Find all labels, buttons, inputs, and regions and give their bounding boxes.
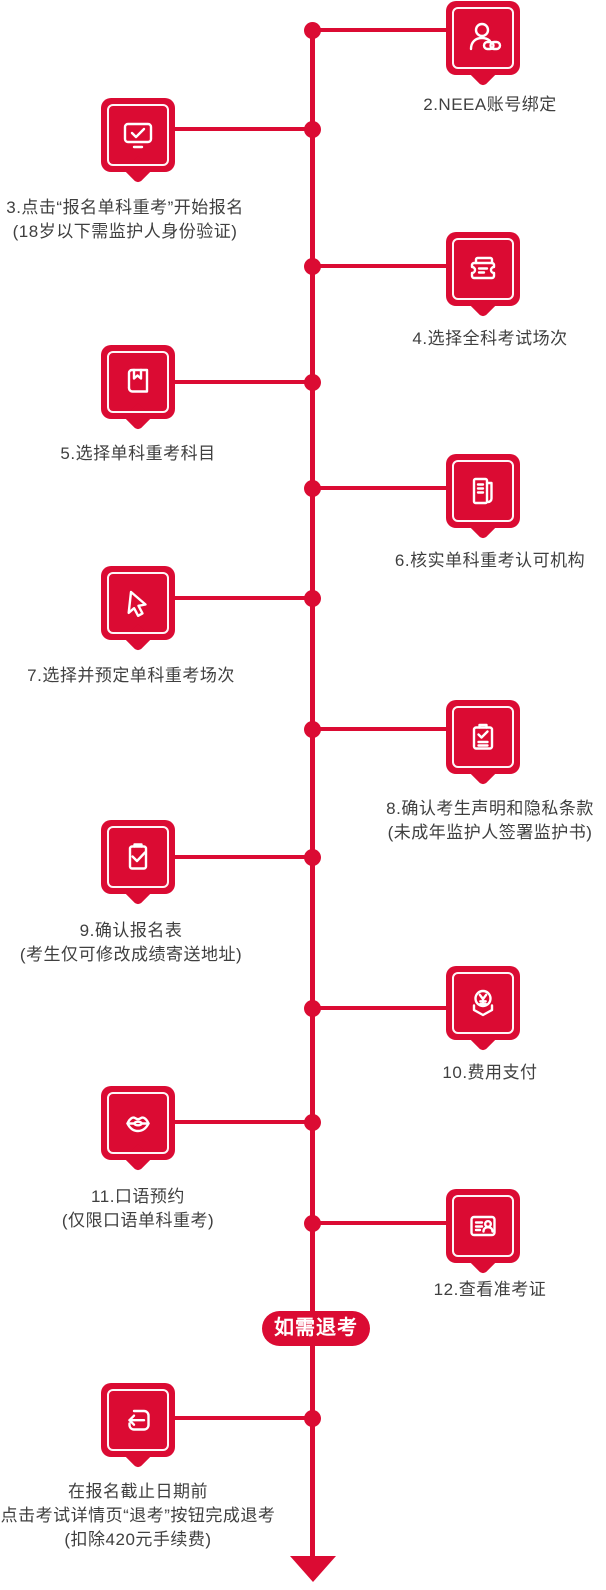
user-link-icon xyxy=(446,1,520,88)
timeline-node xyxy=(304,1410,321,1427)
timeline-node xyxy=(304,1215,321,1232)
id-card-icon xyxy=(446,1189,520,1276)
step-label: 11.口语预约 (仅限口语单科重考) xyxy=(62,1185,214,1233)
timeline-node xyxy=(304,374,321,391)
step-label-line: 在报名截止日期前 xyxy=(67,1482,208,1501)
step-label: 3.点击“报名单科重考”开始报名 (18岁以下需监护人身份验证) xyxy=(6,196,244,244)
step-label-line: 3.点击“报名单科重考”开始报名 xyxy=(6,198,244,217)
withdraw-icon xyxy=(101,1383,175,1470)
step-label: 8.确认考生声明和隐私条款 (未成年监护人签署监护书) xyxy=(386,797,594,845)
timeline-node xyxy=(304,22,321,39)
cursor-icon xyxy=(101,566,175,653)
connector xyxy=(174,1120,312,1124)
connector xyxy=(312,1006,446,1010)
step-label: 5.选择单科重考科目 xyxy=(60,442,215,466)
timeline-node xyxy=(304,849,321,866)
step-label: 12.查看准考证 xyxy=(434,1278,547,1302)
ticket-icon xyxy=(446,232,520,319)
step-label-line: (未成年监护人签署监护书) xyxy=(387,823,593,842)
timeline-node xyxy=(304,1114,321,1131)
withdraw-badge: 如需退考 xyxy=(262,1311,370,1346)
step-label-line: 8.确认考生声明和隐私条款 xyxy=(386,799,594,818)
book-icon xyxy=(101,345,175,432)
step-label-line: 9.确认报名表 xyxy=(79,921,183,940)
step-label-line: 7.选择并预定单科重考场次 xyxy=(27,666,235,685)
lips-icon xyxy=(101,1086,175,1173)
step-label-line: (考生仅可修改成绩寄送地址) xyxy=(19,945,243,964)
connector xyxy=(312,1221,446,1225)
form-check-icon xyxy=(101,820,175,907)
timeline-node xyxy=(304,480,321,497)
document-lines-icon xyxy=(446,454,520,541)
connector xyxy=(174,855,312,859)
step-label-line: 11.口语预约 xyxy=(91,1187,185,1206)
timeline-node xyxy=(304,121,321,138)
clipboard-check-icon xyxy=(446,700,520,787)
timeline-spine xyxy=(310,30,315,1558)
timeline-node xyxy=(304,590,321,607)
step-label: 9.确认报名表 (考生仅可修改成绩寄送地址) xyxy=(20,919,242,967)
step-label-line: (18岁以下需监护人身份验证) xyxy=(12,222,238,241)
step-label: 在报名截止日期前 点击考试详情页“退考”按钮完成退考 (扣除420元手续费) xyxy=(1,1480,276,1552)
step-label-line: (仅限口语单科重考) xyxy=(61,1211,215,1230)
connector xyxy=(174,380,312,384)
step-label-line: 4.选择全科考试场次 xyxy=(412,329,568,348)
timeline-node xyxy=(304,1000,321,1017)
step-label-line: 12.查看准考证 xyxy=(433,1280,547,1299)
step-label-line: (扣除420元手续费) xyxy=(64,1530,212,1549)
connector xyxy=(312,727,446,731)
step-label: 10.费用支付 xyxy=(442,1061,537,1085)
connector xyxy=(312,264,446,268)
monitor-check-icon xyxy=(101,98,175,185)
arrow-down-icon xyxy=(290,1556,336,1582)
step-label-line: 5.选择单科重考科目 xyxy=(60,444,216,463)
connector xyxy=(174,1416,312,1420)
timeline-node xyxy=(304,258,321,275)
step-label-line: 2.NEEA账号绑定 xyxy=(423,95,557,114)
step-label: 7.选择并预定单科重考场次 xyxy=(27,664,235,688)
timeline-node xyxy=(304,721,321,738)
step-label: 4.选择全科考试场次 xyxy=(412,327,567,351)
connector xyxy=(174,127,312,131)
step-label-line: 点击考试详情页“退考”按钮完成退考 xyxy=(0,1506,276,1525)
payment-yuan-icon xyxy=(446,966,520,1053)
connector xyxy=(174,596,312,600)
step-label: 2.NEEA账号绑定 xyxy=(423,93,556,117)
connector xyxy=(312,486,446,490)
step-label: 6.核实单科重考认可机构 xyxy=(395,549,585,573)
step-label-line: 6.核实单科重考认可机构 xyxy=(394,551,586,570)
connector xyxy=(312,28,446,32)
step-label-line: 10.费用支付 xyxy=(442,1063,538,1082)
